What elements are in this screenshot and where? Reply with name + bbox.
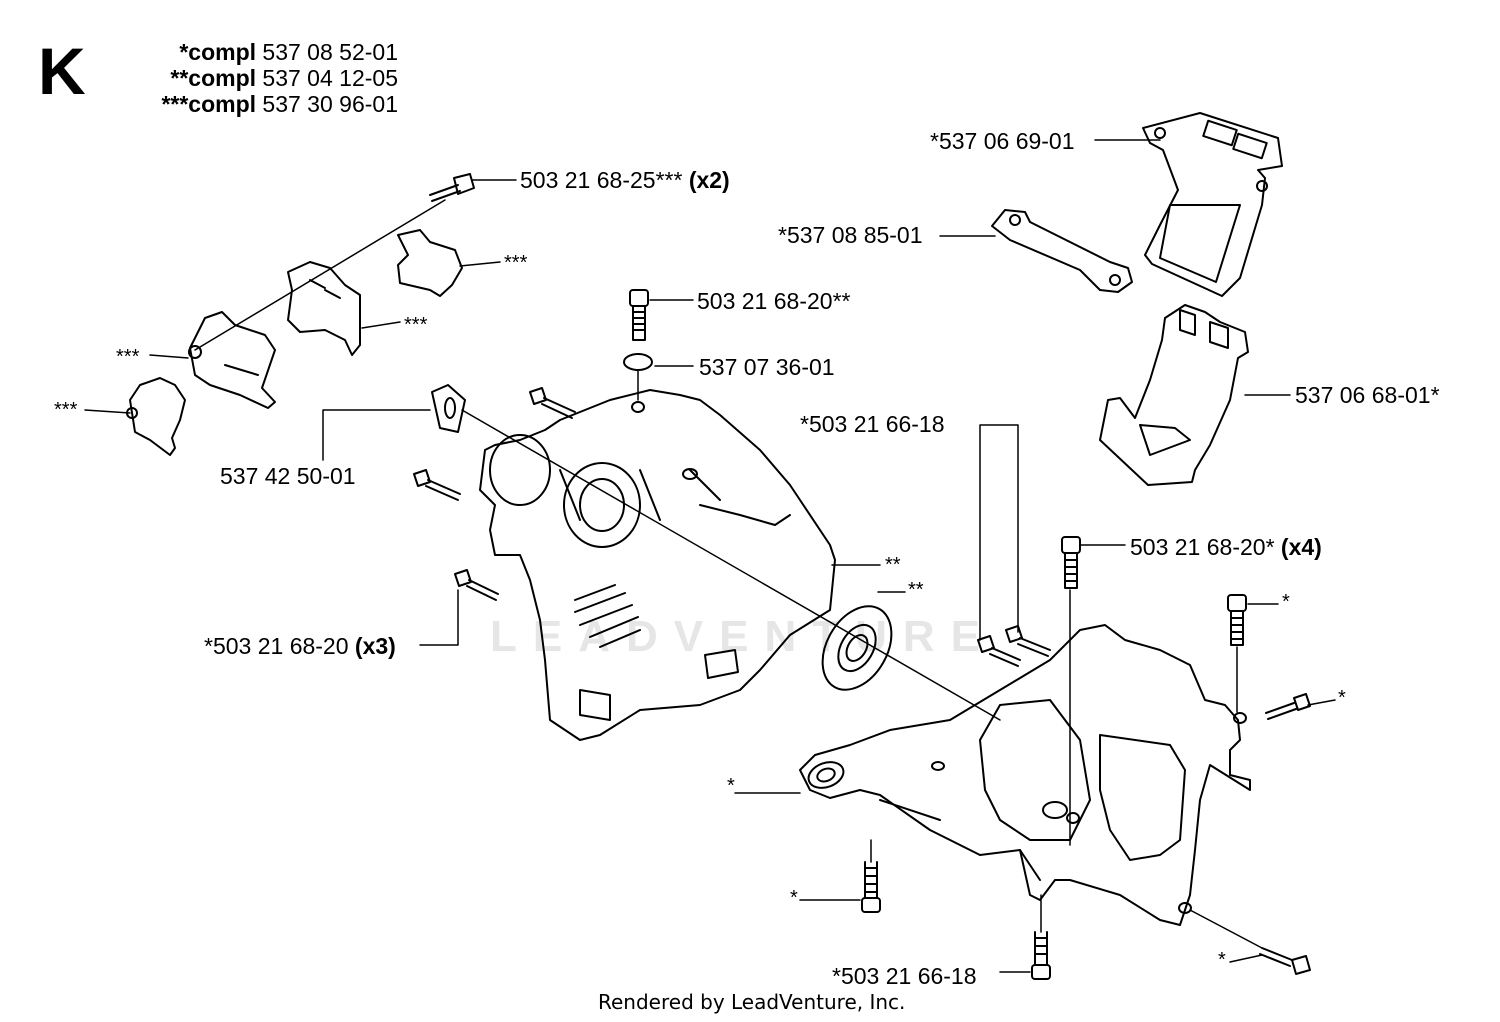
air-guide-lower bbox=[1099, 304, 1249, 486]
kit-number: 537 04 12-05 bbox=[262, 65, 398, 91]
crankcase-right bbox=[799, 624, 1251, 926]
kit-number: 537 08 52-01 bbox=[262, 39, 398, 65]
kit-line-1: *compl 537 08 52-01 bbox=[179, 40, 398, 64]
kit-marker: *** bbox=[54, 399, 78, 421]
bearing bbox=[821, 605, 893, 691]
part-label: *503 21 66-18 bbox=[800, 411, 945, 437]
kit-marker: * bbox=[790, 887, 798, 909]
part-label: 537 06 68-01* bbox=[1295, 382, 1440, 408]
gasket-plate bbox=[991, 209, 1133, 293]
section-letter: K bbox=[38, 34, 86, 108]
kit-prefix: *compl bbox=[179, 39, 257, 65]
kit-marker: *** bbox=[504, 252, 528, 274]
part-label: 537 07 36-01 bbox=[699, 354, 835, 380]
kit-marker: * bbox=[727, 775, 735, 797]
kit-marker: * bbox=[1218, 949, 1226, 971]
figure-header: K *compl 537 08 52-01 **compl 537 04 12-… bbox=[38, 38, 398, 128]
kit-marker: * bbox=[1282, 591, 1290, 613]
kit-marker: ** bbox=[908, 579, 924, 601]
part-label: 537 42 50-01 bbox=[220, 463, 356, 489]
part-label: *503 21 66-18 bbox=[832, 963, 977, 989]
part-label: 503 21 68-20** bbox=[697, 288, 851, 314]
kit-prefix: **compl bbox=[170, 65, 257, 91]
small-plate bbox=[431, 384, 466, 433]
part-qty: (x4) bbox=[1280, 534, 1322, 560]
crankcase-left bbox=[479, 389, 836, 741]
part-qty: (x3) bbox=[354, 633, 396, 659]
leader-lines bbox=[84, 139, 1336, 973]
kit-line-3: ***compl 537 30 96-01 bbox=[161, 92, 398, 116]
kit-marker: *** bbox=[116, 346, 140, 368]
air-guide-upper bbox=[1142, 112, 1283, 297]
part-qty: (x2) bbox=[688, 167, 730, 193]
screw-washer-center bbox=[623, 289, 653, 401]
part-label: 503 21 68-25*** (x2) bbox=[520, 167, 730, 193]
kit-prefix: ***compl bbox=[161, 91, 257, 117]
kit-number: 537 30 96-01 bbox=[262, 91, 398, 117]
kit-line-2: **compl 537 04 12-05 bbox=[170, 66, 398, 90]
kit-marker: *** bbox=[404, 314, 428, 336]
part-label: 503 21 68-20* (x4) bbox=[1130, 534, 1322, 560]
part-label: *503 21 68-20 (x3) bbox=[204, 633, 396, 659]
kit-marker: * bbox=[1338, 687, 1346, 709]
heat-shield-parts bbox=[126, 173, 475, 456]
crankcase-screws-right bbox=[861, 536, 1311, 980]
crankcase-screws-left bbox=[413, 387, 576, 601]
part-label: *537 08 85-01 bbox=[778, 222, 923, 248]
footer-credit: Rendered by LeadVenture, Inc. bbox=[598, 990, 906, 1014]
kit-marker: ** bbox=[885, 554, 901, 576]
part-label: *537 06 69-01 bbox=[930, 128, 1075, 154]
